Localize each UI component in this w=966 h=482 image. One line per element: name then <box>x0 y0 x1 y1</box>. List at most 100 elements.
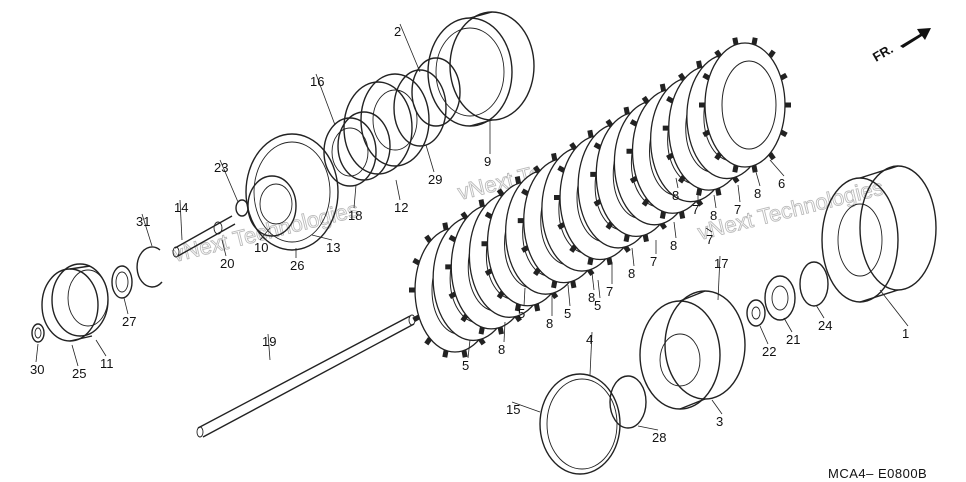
callout-label: 27 <box>122 314 136 329</box>
part-29-oring <box>393 69 447 147</box>
callout-leader <box>705 227 713 233</box>
callout-leader <box>737 184 741 203</box>
callout-label: 17 <box>714 256 728 271</box>
part-9-clutch-drum <box>427 11 535 127</box>
callout-leader <box>179 199 183 241</box>
callout-label: 5 <box>594 298 601 313</box>
callout-label: 5 <box>462 358 469 373</box>
callout-leader <box>755 171 761 187</box>
callout-label: 10 <box>254 240 268 255</box>
callout-label: 28 <box>652 430 666 445</box>
callout-label: 8 <box>498 342 505 357</box>
callout-leader <box>879 289 909 327</box>
callout-label: 14 <box>174 200 188 215</box>
callout-leader <box>597 279 601 299</box>
callout-leader <box>399 23 421 73</box>
callout-label: 5 <box>564 306 571 321</box>
callout-label: 25 <box>72 366 86 381</box>
callout-label: 8 <box>670 238 677 253</box>
part-22-washer <box>746 299 766 327</box>
part-30-washer <box>31 323 45 343</box>
callout-leader <box>675 177 679 189</box>
callout-label: 8 <box>588 290 595 305</box>
callout-leader <box>267 333 271 361</box>
callout-leader <box>637 425 659 431</box>
part-10-13-26-piston <box>245 133 339 251</box>
part-31-snap-ring <box>136 246 163 288</box>
clutch-disc-stack <box>409 37 791 358</box>
callout-label: 1 <box>902 326 909 341</box>
callout-leader <box>783 317 793 333</box>
part-24-snap-ring <box>799 261 829 307</box>
callout-leader <box>591 272 595 291</box>
callout-label: 11 <box>100 356 114 371</box>
callout-leader <box>95 339 107 357</box>
callout-label: 18 <box>348 208 362 223</box>
callout-leader <box>467 339 471 359</box>
callout-leader <box>713 194 717 209</box>
callout-leader <box>35 343 39 363</box>
callout-leader <box>631 247 635 267</box>
callout-label: 7 <box>706 232 713 247</box>
callout-leader <box>567 284 571 307</box>
callout-leader <box>123 297 129 315</box>
callout-label: 2 <box>394 24 401 39</box>
front-direction-arrow: FR. <box>870 28 931 65</box>
callout-label: 15 <box>506 402 520 417</box>
part-3-hub <box>639 290 746 410</box>
callout-label: 19 <box>262 334 276 349</box>
callout-leader <box>395 179 401 201</box>
part-16-18-spring <box>323 111 391 187</box>
callout-leader <box>219 159 239 203</box>
callout-label: 5 <box>518 306 525 321</box>
callout-leader <box>711 399 723 415</box>
part-12-piston <box>343 73 430 175</box>
callout-leader <box>311 234 333 241</box>
callout-label: 7 <box>650 254 657 269</box>
callout-label: 7 <box>606 284 613 299</box>
callout-leader <box>141 213 153 247</box>
callout-leader <box>759 325 769 345</box>
callout-leader <box>815 304 825 319</box>
part-2-oring <box>411 57 461 127</box>
callout-leader <box>259 227 271 241</box>
callout-label: 8 <box>628 266 635 281</box>
part-27-bearing <box>111 265 133 299</box>
arrow-icon <box>900 28 931 48</box>
part-28-oring <box>609 375 647 429</box>
callout-leader <box>523 287 526 307</box>
clutch-steel-plate <box>699 37 791 173</box>
part-21-nut <box>764 275 796 321</box>
callout-label: 7 <box>692 202 699 217</box>
callout-leader <box>769 159 785 177</box>
part-19-shaft <box>196 314 416 438</box>
callout-leader <box>717 255 721 301</box>
callout-label: 4 <box>586 332 593 347</box>
part-1-clutch-drum <box>821 165 937 303</box>
callout-label: 31 <box>136 214 150 229</box>
callout-leader <box>221 239 227 257</box>
callout-label: 12 <box>394 200 408 215</box>
callout-label: 13 <box>326 240 340 255</box>
callout-leader <box>353 184 357 209</box>
callout-label: 9 <box>484 154 491 169</box>
callout-label: 20 <box>220 256 234 271</box>
callout-label: 16 <box>310 74 324 89</box>
callout-leader <box>511 401 541 413</box>
callout-label: 6 <box>778 176 785 191</box>
callout-label: 8 <box>710 208 717 223</box>
callout-label: 26 <box>290 258 304 273</box>
callout-leader <box>673 221 677 239</box>
callout-leader <box>589 331 593 376</box>
part-15-oring <box>539 373 621 475</box>
callout-label: 8 <box>546 316 553 331</box>
callout-label: 3 <box>716 414 723 429</box>
callout-leader <box>425 144 435 173</box>
callout-label: 29 <box>428 172 442 187</box>
callout-leader <box>315 73 336 126</box>
callout-label: 23 <box>214 160 228 175</box>
diagram-code: MCA4– E0800B <box>828 466 927 481</box>
callout-label: 22 <box>762 344 776 359</box>
